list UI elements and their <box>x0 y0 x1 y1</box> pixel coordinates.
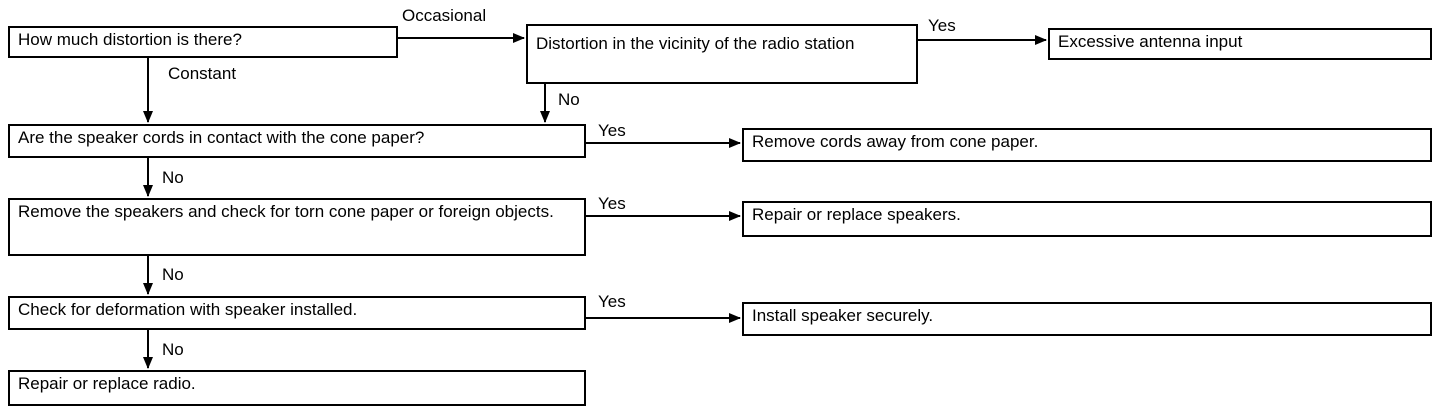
node-speaker-cords-contact: Are the speaker cords in contact with th… <box>8 124 586 158</box>
node-text: How much distortion is there? <box>18 30 242 49</box>
node-text: Check for deformation with speaker insta… <box>18 300 358 319</box>
node-repair-replace-radio: Repair or replace radio. <box>8 370 586 406</box>
label-deform-no: No <box>162 340 184 359</box>
node-repair-replace-speakers: Repair or replace speakers. <box>742 201 1432 237</box>
node-text: Remove the speakers and check for torn c… <box>18 202 554 221</box>
node-text: Distortion in the vicinity of the radio … <box>536 34 855 53</box>
node-text: Excessive antenna input <box>1058 32 1243 51</box>
node-text: Repair or replace speakers. <box>752 205 961 224</box>
node-check-deformation: Check for deformation with speaker insta… <box>8 296 586 330</box>
label-cords-yes: Yes <box>598 121 626 140</box>
node-excessive-antenna-input: Excessive antenna input <box>1048 28 1432 60</box>
label-deform-yes: Yes <box>598 292 626 311</box>
node-text: Are the speaker cords in contact with th… <box>18 128 425 147</box>
label-torn-no: No <box>162 265 184 284</box>
node-distortion-vicinity: Distortion in the vicinity of the radio … <box>526 24 918 84</box>
label-vicinity-no: No <box>558 90 580 109</box>
label-constant: Constant <box>168 64 237 83</box>
node-remove-cords: Remove cords away from cone paper. <box>742 128 1432 162</box>
label-torn-yes: Yes <box>598 194 626 213</box>
node-how-much-distortion: How much distortion is there? <box>8 26 398 58</box>
node-install-securely: Install speaker securely. <box>742 302 1432 336</box>
node-text: Repair or replace radio. <box>18 374 196 393</box>
label-vicinity-yes: Yes <box>928 16 956 35</box>
node-text: Install speaker securely. <box>752 306 934 325</box>
node-check-torn-cone: Remove the speakers and check for torn c… <box>8 198 586 256</box>
label-cords-no: No <box>162 168 184 187</box>
node-text: Remove cords away from cone paper. <box>752 132 1039 151</box>
label-occasional: Occasional <box>402 6 487 25</box>
